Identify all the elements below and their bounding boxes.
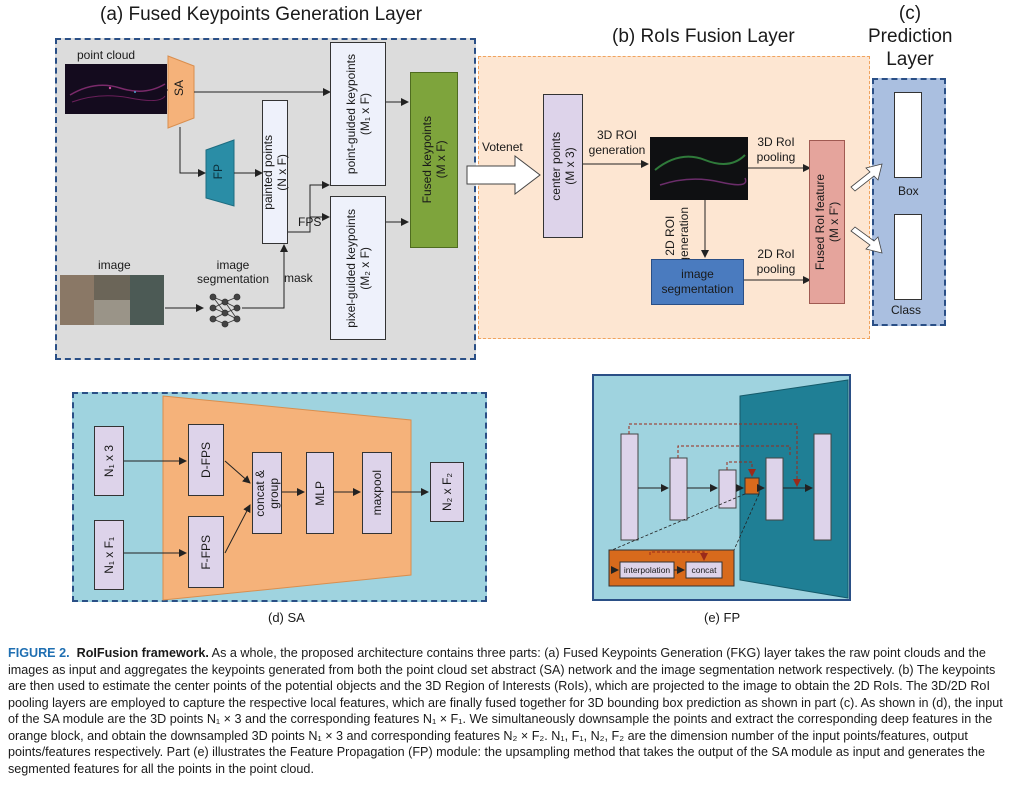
street-building-left [60, 275, 94, 325]
pixel-guided-line1: pixel-guided keypoints [344, 208, 358, 328]
fp-label: FP [211, 164, 225, 180]
painted-points-line2: (N x F) [275, 153, 289, 191]
center-points-box: center points (M x 3) [543, 94, 583, 238]
fp-skip-connections [628, 423, 801, 487]
sa-trapezoid [167, 55, 195, 129]
center-points-line2: (M x 3) [563, 147, 577, 185]
section-b-title: (b) RoIs Fusion Layer [612, 26, 795, 47]
fkg-arrows [165, 88, 409, 312]
figure-label: FIGURE 2. [8, 646, 70, 660]
rois-arrows [582, 160, 811, 284]
concat-box [685, 561, 723, 579]
mask-label: mask [284, 271, 313, 285]
painted-points-line1: painted points [261, 134, 275, 210]
sa-orange-block [162, 395, 412, 601]
concat-group-line1: concat & [253, 469, 267, 517]
image-seg-line1: image [216, 258, 250, 272]
fp-bar-2 [669, 457, 688, 521]
roi2d-gen-label: 2D ROI generation [663, 207, 691, 264]
roi2d-gen-line1: 2D ROI [663, 215, 677, 256]
roi3d-gen-label: 3D ROI generation [582, 128, 652, 158]
class-arrow [850, 226, 883, 254]
sa-arrows [124, 457, 429, 557]
street-building-right [130, 275, 164, 325]
box-output [894, 92, 922, 178]
n2xf2-box: N₂ x F₂ [430, 462, 464, 522]
fp-small-orange [744, 477, 760, 495]
sa-caption: (d) SA [268, 610, 305, 625]
img-seg-box-line2: segmentation [661, 282, 734, 296]
roi3d-pool-line2: pooling [756, 150, 796, 164]
roi3d-pool-label: 3D RoI pooling [748, 135, 804, 165]
fused-kp-line1: Fused keypoints [420, 116, 434, 204]
maxpool-box: maxpool [362, 452, 392, 534]
votenet-arrow [466, 154, 541, 196]
street-road [94, 300, 130, 325]
f-fps-box: F-FPS [188, 516, 224, 588]
fused-kp-line2: (M x F) [434, 141, 448, 179]
box-arrow [850, 163, 883, 192]
pixel-guided-line2: (M₂ x F) [358, 246, 372, 290]
fused-roi-feature-box: Fused RoI feature (M x F') [809, 140, 845, 304]
neural-network-icon [209, 293, 241, 328]
section-c-title-line1: (c) [898, 3, 922, 24]
sa-label: SA [172, 80, 186, 97]
fp-bar-3 [718, 469, 737, 509]
fp-zoom-lines [611, 493, 760, 551]
fp-caption: (e) FP [704, 610, 741, 625]
fp-bar-1 [620, 433, 639, 541]
point-cloud-label: point cloud [77, 48, 136, 62]
roi2d-pool-line2: pooling [756, 262, 796, 276]
interp-skip [649, 551, 708, 561]
roi3d-pool-line1: 3D RoI [757, 135, 795, 149]
concat-group-line2: group [267, 477, 281, 509]
roi-point-cloud-image [650, 137, 748, 200]
figure-title: RoIFusion framework. [76, 646, 209, 660]
fp-trapezoid [205, 139, 235, 207]
roi2d-pool-label: 2D RoI pooling [748, 247, 804, 277]
n1x3-box: N₁ x 3 [94, 426, 124, 496]
point-guided-line1: point-guided keypoints [344, 53, 358, 175]
img-seg-box-line1: image [681, 267, 714, 281]
fps-label: FPS [298, 215, 322, 229]
n1xf1-box: N₁ x F₁ [94, 520, 124, 590]
pixel-guided-keypoints-box: pixel-guided keypoints (M₂ x F) [330, 196, 386, 340]
fp-bar-4 [765, 457, 784, 521]
fp-bar-5 [813, 433, 832, 541]
roi-cloud-stroke-2 [659, 177, 747, 186]
point-cloud-texture [69, 83, 166, 103]
point-guided-keypoints-box: point-guided keypoints (M₁ x F) [330, 42, 386, 186]
fused-roi-line1: Fused RoI feature [813, 173, 827, 271]
figure-caption: FIGURE 2. RoIFusion framework. As a whol… [8, 645, 1006, 777]
d-fps-box: D-FPS [188, 424, 224, 496]
section-c-title-line3: Layer [886, 49, 934, 70]
votenet-label: Votenet [482, 140, 523, 154]
center-points-line1: center points [549, 131, 563, 201]
section-a-title: (a) Fused Keypoints Generation Layer [100, 4, 423, 25]
box-label: Box [898, 184, 919, 198]
roi2d-pool-line1: 2D RoI [757, 247, 795, 261]
interpolation-label: interpolation [623, 565, 671, 575]
image-seg-box: image segmentation [651, 259, 744, 305]
fused-keypoints-box: Fused keypoints (M x F) [410, 72, 458, 248]
roi2d-gen-line2: generation [677, 207, 691, 264]
image-label: image [98, 258, 131, 272]
roi-cloud-stroke [654, 154, 746, 171]
roi3d-gen-line1: 3D ROI [596, 128, 637, 142]
mlp-box: MLP [306, 452, 334, 534]
section-c-title-line2: Prediction [868, 26, 953, 47]
fp-concat-label: concat [691, 565, 717, 575]
concat-group-box: concat & group [252, 452, 282, 534]
section-c-title: (c) Prediction Layer [868, 2, 953, 71]
fused-roi-line2: (M x F') [827, 201, 841, 243]
roi3d-gen-line2: generation [588, 143, 646, 157]
class-output [894, 214, 922, 300]
figure-body: As a whole, the proposed architecture co… [8, 646, 1003, 776]
class-label: Class [891, 303, 922, 317]
point-guided-line2: (M₁ x F) [358, 92, 372, 136]
image-seg-label: image segmentation [188, 258, 278, 286]
image-seg-line2: segmentation [196, 272, 270, 286]
painted-points-box: painted points (N x F) [261, 100, 289, 244]
